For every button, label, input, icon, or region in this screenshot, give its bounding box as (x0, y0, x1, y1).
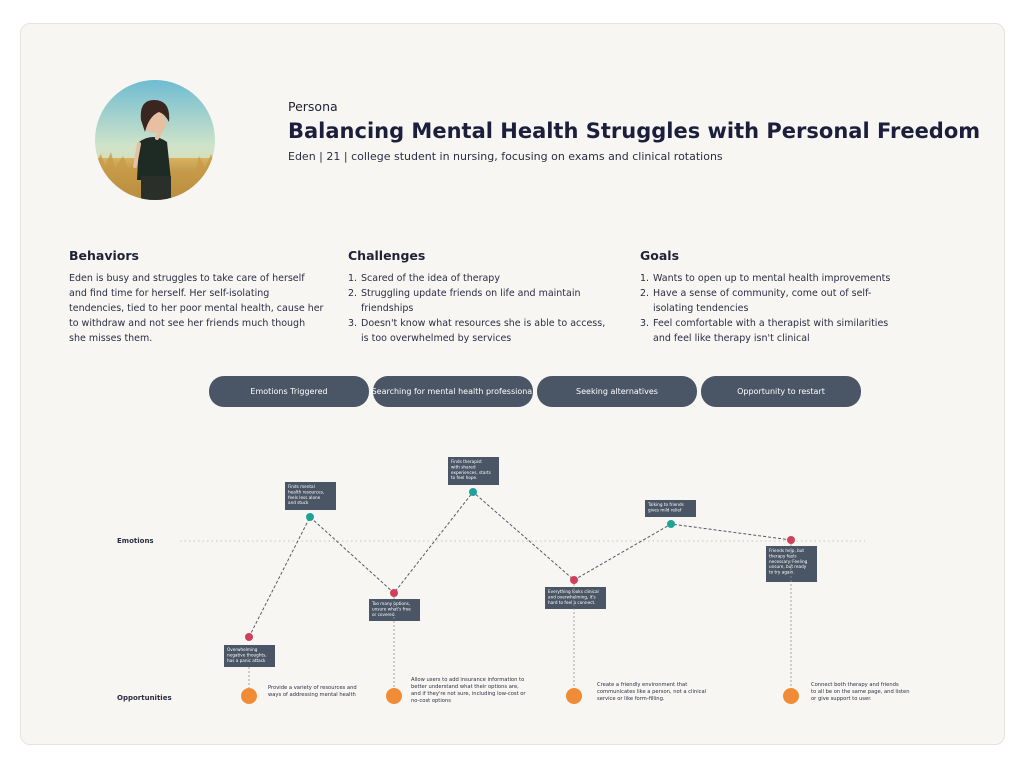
goals-section: Goals 1. Wants to open up to mental healt… (640, 248, 905, 346)
opportunity-dot[interactable] (783, 688, 799, 704)
challenge-item: 2. Struggling update friends on life and … (348, 286, 610, 316)
behaviors-section: Behaviors Eden is busy and struggles to … (69, 248, 324, 346)
challenge-text: Scared of the idea of therapy (361, 273, 500, 284)
list-number: 2. (348, 286, 357, 301)
persona-title: Balancing Mental Health Struggles with P… (288, 119, 980, 143)
persona-subtitle: Eden | 21 | college student in nursing, … (288, 150, 723, 163)
negative-emotion-dot[interactable] (245, 633, 253, 641)
behaviors-text: Eden is busy and struggles to take care … (69, 271, 324, 346)
positive-emotion-dot[interactable] (306, 513, 314, 521)
list-number: 3. (348, 316, 357, 331)
list-number: 1. (348, 271, 357, 286)
challenges-section: Challenges 1. Scared of the idea of thera… (348, 248, 610, 346)
negative-emotion-dot[interactable] (390, 589, 398, 597)
stage-seeking-alternatives[interactable]: Seeking alternatives (537, 376, 697, 407)
negative-emotion-dot[interactable] (570, 576, 578, 584)
goals-list: 1. Wants to open up to mental health impr… (640, 271, 905, 346)
negative-emotion-dot[interactable] (787, 536, 795, 544)
goal-item: 3. Feel comfortable with a therapist with… (640, 316, 905, 346)
stage-opportunity-to-restart[interactable]: Opportunity to restart (701, 376, 861, 407)
goal-item: 1. Wants to open up to mental health impr… (640, 271, 905, 286)
challenge-item: 3. Doesn't know what resources she is abl… (348, 316, 610, 346)
opportunity-dot[interactable] (386, 688, 402, 704)
challenge-item: 1. Scared of the idea of therapy (348, 271, 610, 286)
positive-emotion-dot[interactable] (667, 520, 675, 528)
challenges-heading: Challenges (348, 248, 610, 263)
list-number: 3. (640, 316, 649, 331)
stage-searching-professional[interactable]: Searching for mental health professional (373, 376, 533, 407)
goals-heading: Goals (640, 248, 905, 263)
opportunity-dot[interactable] (566, 688, 582, 704)
list-number: 2. (640, 286, 649, 301)
opportunity-dot[interactable] (241, 688, 257, 704)
challenge-text: Doesn't know what resources she is able … (361, 318, 605, 344)
stage-emotions-triggered[interactable]: Emotions Triggered (209, 376, 369, 407)
challenge-text: Struggling update friends on life and ma… (361, 288, 581, 314)
persona-label: Persona (288, 99, 338, 114)
goal-text: Have a sense of community, come out of s… (653, 288, 871, 314)
goal-text: Wants to open up to mental health improv… (653, 273, 890, 284)
challenges-list: 1. Scared of the idea of therapy 2. Strugg… (348, 271, 610, 346)
behaviors-heading: Behaviors (69, 248, 324, 263)
goal-item: 2. Have a sense of community, come out of… (640, 286, 905, 316)
positive-emotion-dot[interactable] (469, 488, 477, 496)
persona-photo (95, 80, 215, 200)
goal-text: Feel comfortable with a therapist with s… (653, 318, 888, 344)
list-number: 1. (640, 271, 649, 286)
